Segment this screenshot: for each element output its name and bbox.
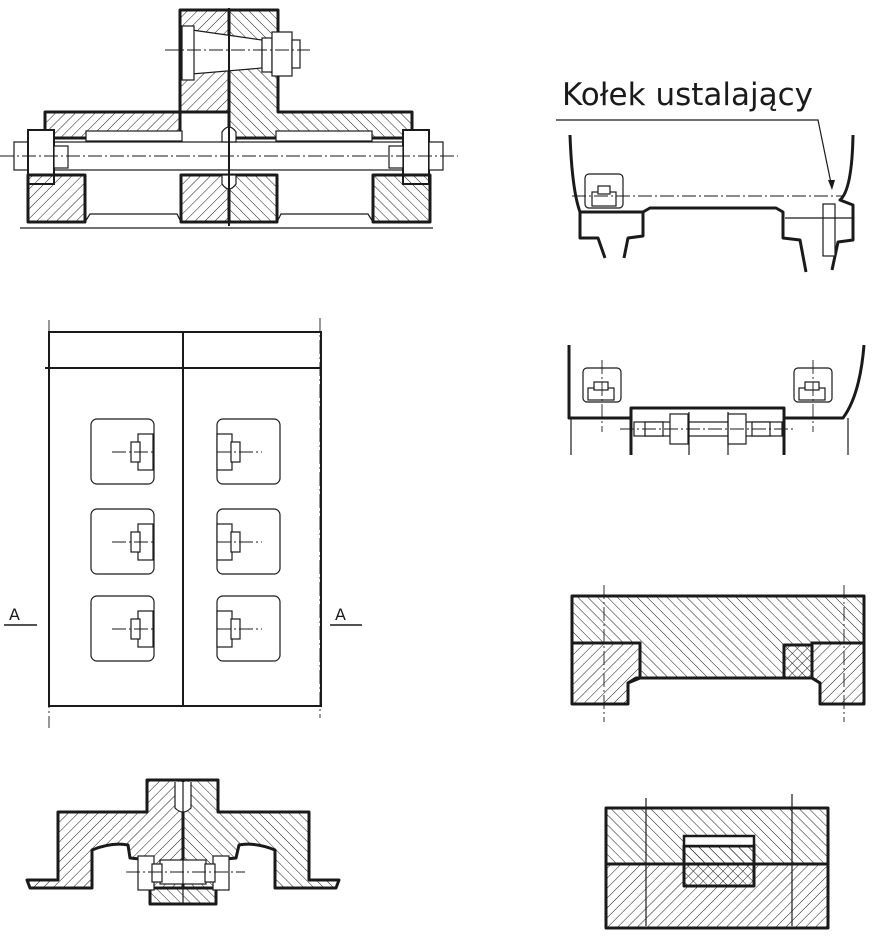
key-insert bbox=[782, 643, 814, 680]
top-right-detail: Kołek ustalający bbox=[556, 77, 855, 273]
upper-block-left bbox=[43, 8, 231, 140]
mid-right-detail bbox=[567, 344, 866, 455]
lower-center-left bbox=[179, 173, 231, 224]
slot-left bbox=[85, 130, 183, 142]
lower-left-part bbox=[570, 641, 642, 706]
section-mark-left: A bbox=[9, 605, 20, 624]
pin-end bbox=[291, 39, 301, 69]
upper-block-right bbox=[227, 8, 414, 140]
callout-label: Kołek ustalający bbox=[562, 77, 813, 113]
bottom-left-section bbox=[25, 778, 341, 906]
slot-right bbox=[275, 130, 373, 142]
lower-right-section bbox=[570, 585, 866, 722]
bolt-pocket-row-2 bbox=[90, 508, 281, 575]
callout-leader bbox=[556, 119, 833, 189]
bolt-pocket-row-3 bbox=[90, 595, 281, 662]
outline-left bbox=[568, 134, 607, 259]
pin-washer bbox=[261, 37, 273, 73]
outline-right bbox=[830, 134, 855, 271]
key-gap bbox=[682, 834, 756, 848]
lower-center-right bbox=[227, 173, 279, 224]
pin-nut bbox=[271, 31, 293, 77]
bolt-pocket-row-1 bbox=[90, 418, 281, 485]
pin-head bbox=[181, 25, 195, 81]
dowel-pin bbox=[822, 203, 836, 257]
outline-middle bbox=[580, 206, 808, 273]
washer-left bbox=[53, 145, 69, 169]
joint-outline bbox=[567, 344, 866, 420]
lower-left-block bbox=[26, 173, 87, 224]
plan-view: A A bbox=[4, 318, 362, 728]
washer-right bbox=[388, 145, 404, 169]
top-left-section-view bbox=[0, 8, 458, 229]
bracket-right bbox=[181, 778, 341, 890]
section-mark-right: A bbox=[335, 605, 346, 624]
key bbox=[682, 844, 756, 888]
lower-right-block bbox=[371, 173, 432, 224]
bottom-right-section bbox=[604, 794, 830, 930]
